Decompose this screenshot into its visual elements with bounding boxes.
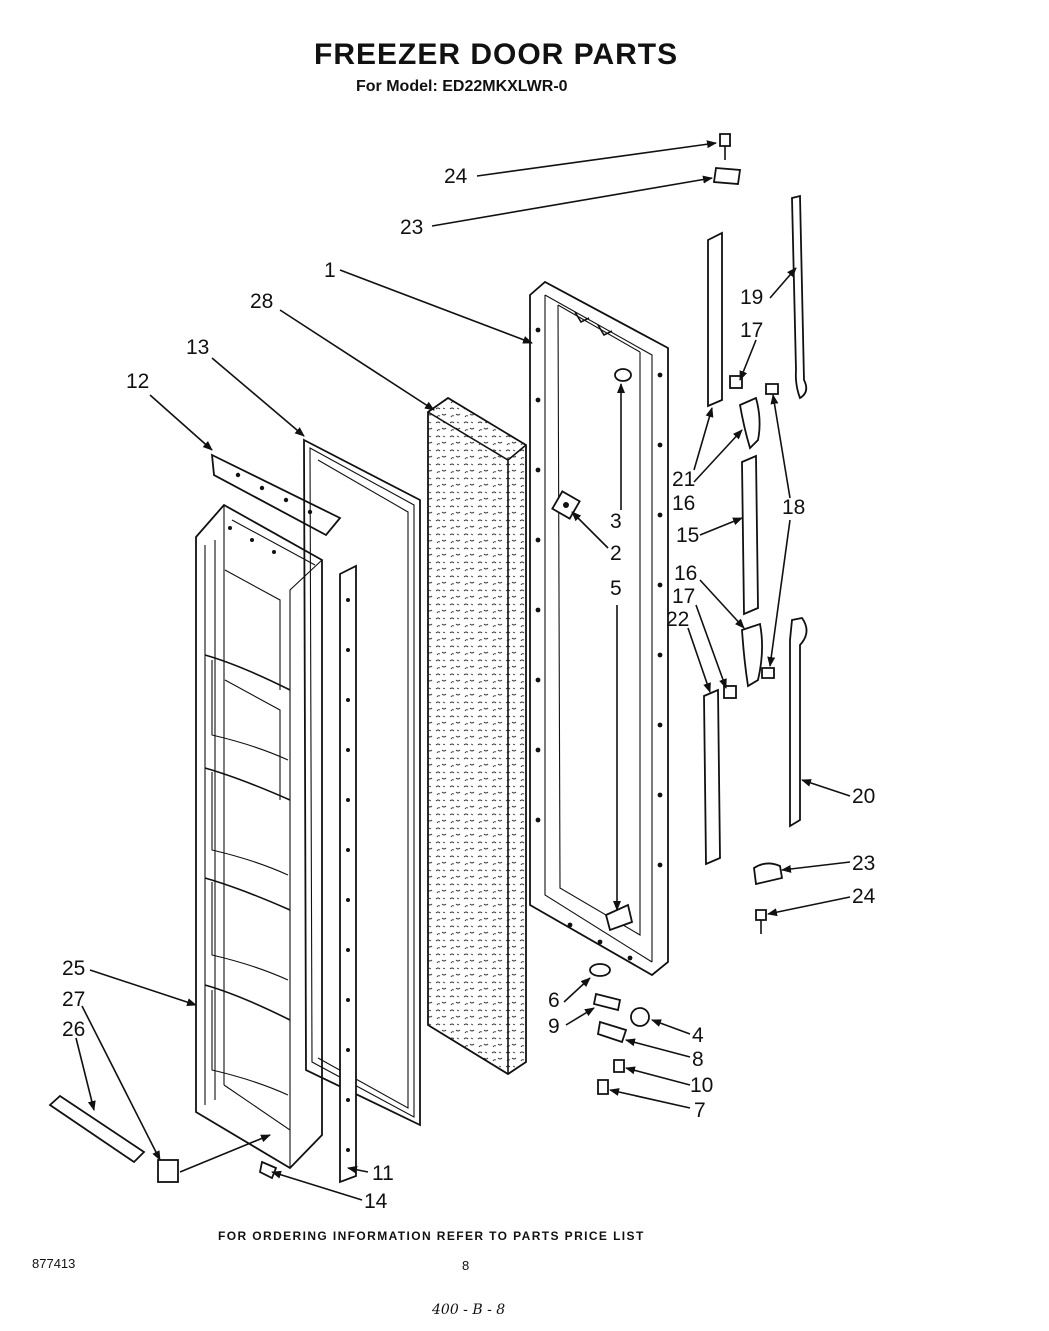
- callout-22: 22: [666, 608, 689, 631]
- callout-21: 21: [672, 468, 695, 491]
- callout-2: 2: [610, 542, 622, 565]
- callout-1: 1: [324, 259, 336, 282]
- callout-15: 15: [676, 524, 699, 547]
- breaker-strip: [339, 564, 357, 1184]
- top-trim-strip: [210, 453, 342, 537]
- callout-23-top: 23: [400, 216, 423, 239]
- callout-17-lower: 17: [672, 585, 695, 608]
- callout-13: 13: [186, 336, 209, 359]
- callout-9: 9: [548, 1015, 560, 1038]
- callout-5: 5: [610, 577, 622, 600]
- callout-24-top: 24: [444, 165, 468, 188]
- callout-10: 10: [690, 1074, 713, 1097]
- callout-4: 4: [692, 1024, 704, 1047]
- callout-19: 19: [740, 286, 763, 309]
- callout-28: 28: [250, 290, 273, 313]
- foam-insulation: [427, 396, 527, 1076]
- callout-17-upper: 17: [740, 319, 763, 342]
- callout-24-bottom: 24: [852, 885, 876, 908]
- page-title: FREEZER DOOR PARTS: [314, 38, 678, 71]
- door-gasket: [303, 438, 421, 1127]
- hinge-hardware: [48, 133, 808, 1183]
- callout-labels: 1 2 3 4 5 6 7 8 9 10 11 12 13 14 15 16 1…: [62, 165, 876, 1213]
- callout-20: 20: [852, 785, 875, 808]
- outer-door-panel: [529, 280, 669, 977]
- callout-16-upper: 16: [672, 492, 695, 515]
- callout-8: 8: [692, 1048, 704, 1071]
- leader-lines: [75, 140, 851, 1201]
- handwritten-note: 400 - B - 8: [431, 1302, 505, 1318]
- callout-3: 3: [610, 510, 622, 533]
- callout-6: 6: [548, 989, 560, 1012]
- callout-26: 26: [62, 1018, 85, 1041]
- model-subtitle: For Model: ED22MKXLWR-0: [356, 78, 568, 95]
- callout-16-lower: 16: [674, 562, 697, 585]
- callout-25: 25: [62, 957, 85, 980]
- callout-7: 7: [694, 1099, 706, 1122]
- door-liner: [195, 503, 323, 1170]
- page-number: 8: [462, 1258, 469, 1273]
- callout-11: 11: [372, 1162, 394, 1185]
- callout-18: 18: [782, 496, 805, 519]
- ordering-note: FOR ORDERING INFORMATION REFER TO PARTS …: [218, 1229, 645, 1243]
- document-number: 877413: [32, 1256, 75, 1271]
- callout-27: 27: [62, 988, 85, 1011]
- callout-12: 12: [126, 370, 149, 393]
- callout-14: 14: [364, 1190, 388, 1213]
- callout-23-bottom: 23: [852, 852, 875, 875]
